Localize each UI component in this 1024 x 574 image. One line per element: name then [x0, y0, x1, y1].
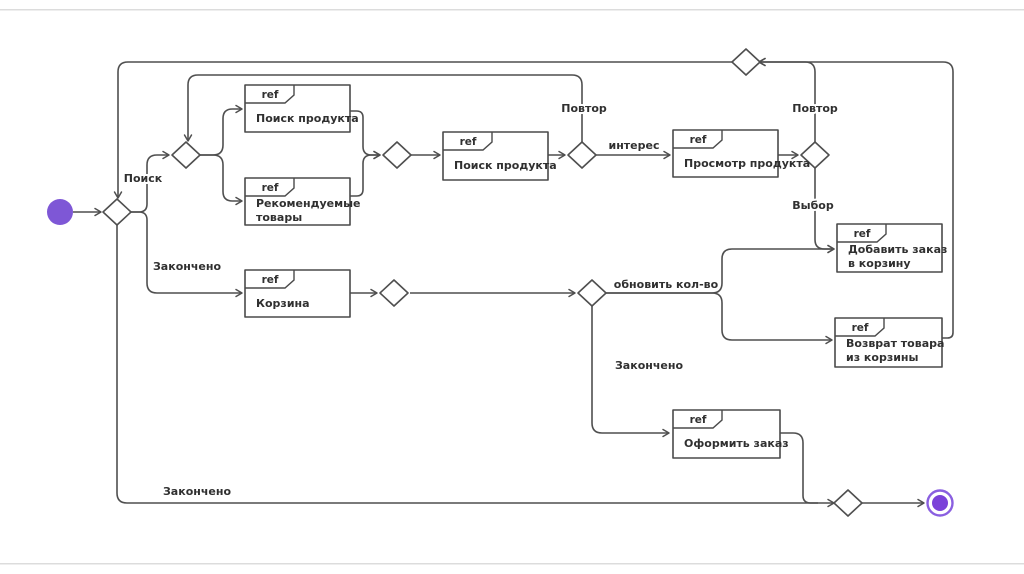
decision-diamond-start-decision [102, 198, 132, 226]
end-node-core [932, 495, 948, 511]
ref-label: ref [262, 182, 279, 194]
edge-label-zakoncheno-order: Закончено [615, 359, 683, 372]
ref-box-frame [836, 223, 943, 273]
ref-label: ref [852, 322, 869, 334]
flow-edge-branch-to-search1 [200, 104, 243, 156]
flow-edge-repeat-to-d1 [113, 61, 732, 199]
box-title: Просмотр продукта [684, 157, 810, 170]
decision-diamond-search-merge [382, 141, 412, 169]
flow-edge-search1-to-merge [350, 110, 381, 160]
ref-tab [245, 85, 295, 104]
flow-edge-branch-to-recomm [200, 154, 243, 206]
ref-box-frame [442, 131, 549, 181]
flow-edge-d1-to-branch [131, 150, 170, 213]
edge-label-obnovit-kolvo: обновить кол-во [614, 278, 719, 291]
edge-label-poisk: Поиск [124, 172, 163, 185]
flow-edge-update-to-add [605, 244, 835, 294]
ref-box-frame [244, 177, 351, 226]
ref-label: ref [854, 228, 871, 240]
flow-edge-update-to-return [605, 292, 833, 345]
ref-box-frame [244, 84, 351, 133]
ref-tab [837, 224, 887, 243]
ref-label: ref [690, 414, 707, 426]
edge-label-povtor-search: Повтор [561, 102, 607, 115]
decision-diamond-final-merge [833, 489, 863, 517]
ref-tab [245, 178, 295, 197]
ref-label: ref [262, 89, 279, 101]
box-title: из корзины [846, 351, 919, 364]
box-title: в корзину [848, 257, 911, 270]
edge-label-interes: интерес [609, 139, 660, 152]
box-title: товары [256, 211, 302, 224]
decision-diamond-repeat-merge [731, 48, 761, 76]
ref-box-frame [834, 317, 943, 368]
ref-box-frame [672, 129, 779, 178]
ref-tab [835, 318, 885, 337]
start-node [47, 199, 73, 225]
flow-edge-d1-to-cart [131, 211, 243, 298]
ref-box-frame [244, 269, 351, 318]
end-node [926, 489, 954, 517]
ref-box-frame [672, 409, 781, 459]
box-title: Поиск продукта [454, 159, 557, 172]
ref-tab [673, 130, 723, 149]
ref-label: ref [690, 134, 707, 146]
box-title: Поиск продукта [256, 112, 359, 125]
ref-tab [443, 132, 493, 151]
ref-tab [245, 270, 295, 289]
box-title: Возврат товара [846, 337, 944, 350]
ref-label: ref [262, 274, 279, 286]
box-title: Корзина [256, 297, 310, 310]
box-title: Рекомендуемые [256, 197, 361, 210]
canvas-bottom-edge [0, 563, 1024, 565]
box-title: Добавить заказ [848, 243, 947, 256]
flow-edge-d1-to-final [116, 225, 835, 508]
flow-edge-update-to-checkout [591, 306, 670, 438]
flow-edge-recomm-to-merge [350, 150, 381, 197]
decision-diamond-search-branch [171, 141, 201, 169]
edge-label-zakoncheno-end: Закончено [163, 485, 231, 498]
ref-tab [673, 410, 723, 429]
edge-label-povtor-view: Повтор [792, 102, 838, 115]
decision-diamond-cart-merge [379, 279, 409, 307]
flow-edge-result-loop-back [183, 74, 583, 142]
ref-label: ref [460, 136, 477, 148]
edge-label-vybor: Выбор [792, 199, 834, 212]
flow-edge-checkout-to-final [780, 432, 818, 504]
decision-diamond-view-decision [800, 141, 830, 169]
box-title: Оформить заказ [684, 437, 789, 450]
flow-edge-return-loop-top [758, 57, 954, 339]
canvas-top-edge [0, 9, 1024, 11]
decision-diamond-cart-decision [577, 279, 607, 307]
decision-diamond-result-decision [567, 141, 597, 169]
edge-label-zakoncheno-cart: Закончено [153, 260, 221, 273]
